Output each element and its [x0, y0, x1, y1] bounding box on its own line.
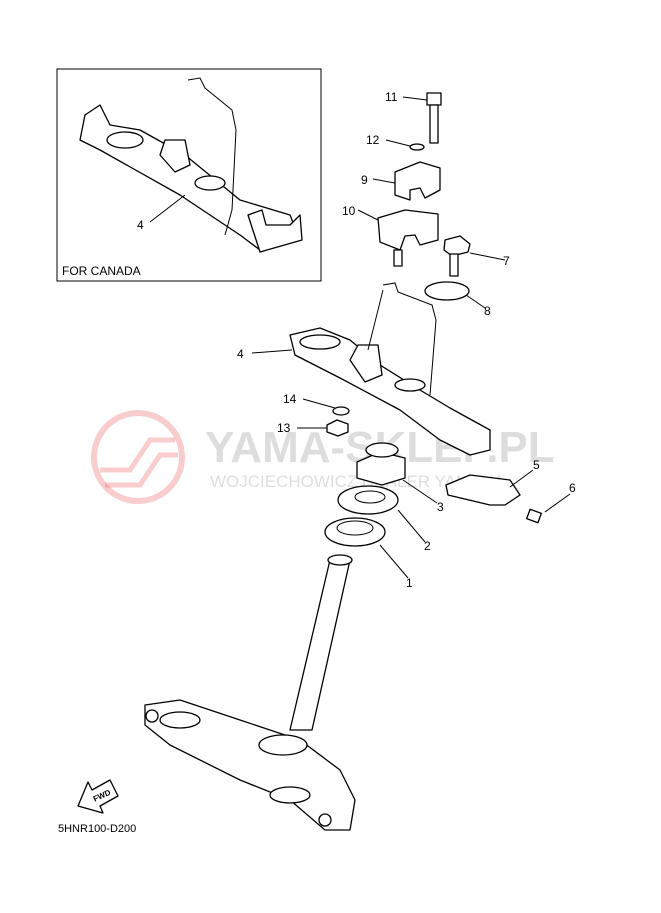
callout-13: 13: [277, 421, 291, 435]
callout-12: 12: [366, 133, 380, 147]
callout-5: 5: [533, 458, 540, 472]
bolt-11: [426, 92, 442, 144]
nut-13: [326, 419, 349, 437]
bolt-6: [526, 508, 542, 524]
handlebar-holder-upper-9: [394, 161, 441, 201]
bearing-cover-2: [337, 485, 399, 515]
callout-11: 11: [385, 90, 398, 104]
fwd-arrow-icon: FWD: [77, 779, 119, 814]
steering-stem: [144, 554, 356, 831]
clamp-5: [445, 474, 521, 506]
callout-7: 7: [503, 254, 510, 268]
handlebar-holder-lower-10: [377, 209, 439, 251]
callout-2: 2: [424, 539, 431, 553]
callout-8: 8: [484, 304, 491, 318]
callout-14: 14: [283, 392, 297, 406]
callout-10: 10: [342, 204, 356, 218]
holder-stud: [393, 249, 403, 267]
leader-lines: [251, 96, 571, 579]
watermark-subtitle: WOJCIECHOWICZ DEALER YAMAHA: [210, 472, 506, 491]
washer-12: [409, 143, 425, 151]
callout-6: 6: [569, 481, 576, 495]
ring-nut-3: [356, 442, 406, 486]
inset-callout-4: 4: [137, 218, 144, 232]
upper-bracket-4: [289, 282, 491, 456]
bearing-1: [324, 517, 386, 547]
diagram-code: 5HNR100-D200: [58, 823, 136, 835]
bolt-7: [443, 235, 471, 277]
damper-8: [424, 281, 470, 301]
callout-9: 9: [361, 173, 368, 187]
inset-canada: 4 FOR CANADA: [56, 68, 322, 282]
washer-14: [332, 406, 350, 416]
callout-1: 1: [406, 576, 413, 590]
callout-3: 3: [437, 500, 444, 514]
inset-caption: FOR CANADA: [62, 264, 141, 278]
watermark-logo-icon: [91, 410, 185, 504]
callout-4: 4: [237, 347, 244, 361]
